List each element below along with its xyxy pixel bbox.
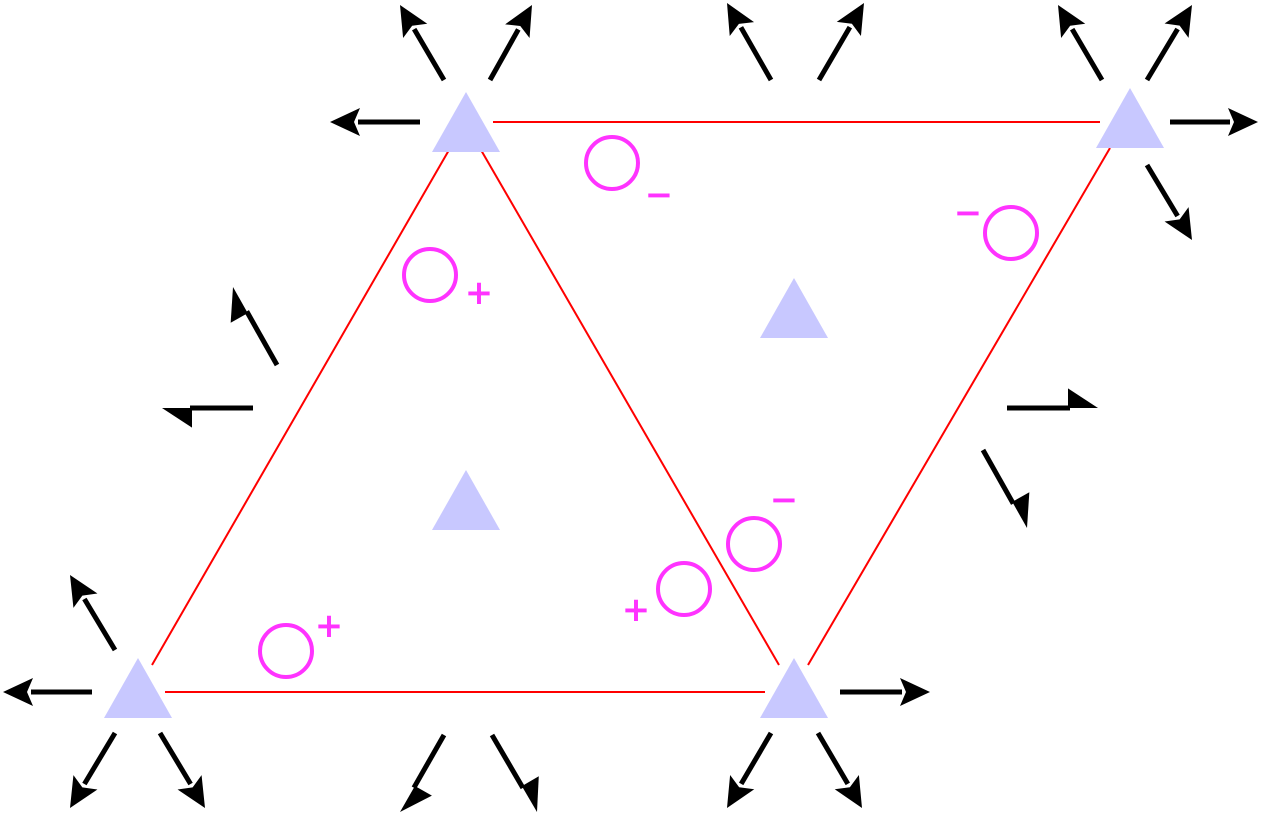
charge-circle <box>983 205 1039 261</box>
site-triangle <box>432 92 500 152</box>
site-triangle <box>1096 88 1164 148</box>
arrowhead-icon <box>70 775 98 808</box>
arrow-shaft <box>739 731 774 786</box>
site-triangle <box>432 470 500 530</box>
half-arrowhead-icon <box>400 785 432 812</box>
arrow-shaft <box>738 26 774 82</box>
half-arrowhead-icon <box>1068 388 1098 408</box>
arrow-shaft <box>815 731 850 786</box>
half-arrow-shaft <box>980 448 1016 505</box>
charge-circle <box>258 623 314 679</box>
half-arrowhead-icon <box>162 408 192 428</box>
arrowhead-icon <box>505 5 532 39</box>
arrow-shaft <box>412 27 447 82</box>
bond-edge <box>807 147 1111 666</box>
arrowhead-icon <box>834 775 862 808</box>
half-arrow-shaft <box>411 733 447 789</box>
half-arrow-shaft <box>489 733 526 790</box>
bond-edge <box>480 149 780 666</box>
bond-edge <box>151 149 450 666</box>
arrowhead-icon <box>1164 5 1192 38</box>
arrow-shaft <box>816 25 853 82</box>
arrowhead-icon <box>3 678 33 706</box>
charge-circle <box>656 561 712 617</box>
charge-label: − <box>954 193 983 233</box>
half-arrow-shaft <box>244 310 280 367</box>
arrow-shaft <box>1144 163 1180 218</box>
arrowhead-icon <box>70 575 98 608</box>
arrowhead-icon <box>1228 108 1258 136</box>
arrowhead-icon <box>1164 207 1192 240</box>
charge-label: − <box>770 480 799 520</box>
charge-circle <box>726 516 782 572</box>
arrow-shaft <box>1070 27 1105 82</box>
charge-label: + <box>465 273 494 313</box>
charge-label: + <box>315 606 344 646</box>
charge-circle <box>402 247 458 303</box>
arrowhead-icon <box>1058 5 1086 38</box>
arrow-shaft <box>1144 27 1180 82</box>
half-arrowhead-icon <box>521 776 539 812</box>
charge-label: + <box>622 590 651 630</box>
half-arrowhead-icon <box>1012 492 1030 528</box>
arrow-shaft <box>82 731 118 786</box>
arrow-shaft <box>157 731 193 786</box>
arrowhead-icon <box>330 108 360 136</box>
half-arrowhead-icon <box>230 287 248 323</box>
arrowhead-icon <box>727 3 755 36</box>
charge-circle <box>584 135 640 191</box>
charge-label: − <box>645 175 674 215</box>
arrowhead-icon <box>727 775 755 808</box>
arrowhead-icon <box>836 3 864 36</box>
arrowhead-icon <box>177 775 205 808</box>
arrowhead-icon <box>900 678 930 706</box>
arrowhead-icon <box>400 5 428 38</box>
site-triangle <box>104 658 172 718</box>
arrow-shaft <box>487 28 521 82</box>
site-triangle <box>760 278 828 338</box>
arrow-shaft <box>82 597 118 652</box>
site-triangle <box>760 658 828 718</box>
